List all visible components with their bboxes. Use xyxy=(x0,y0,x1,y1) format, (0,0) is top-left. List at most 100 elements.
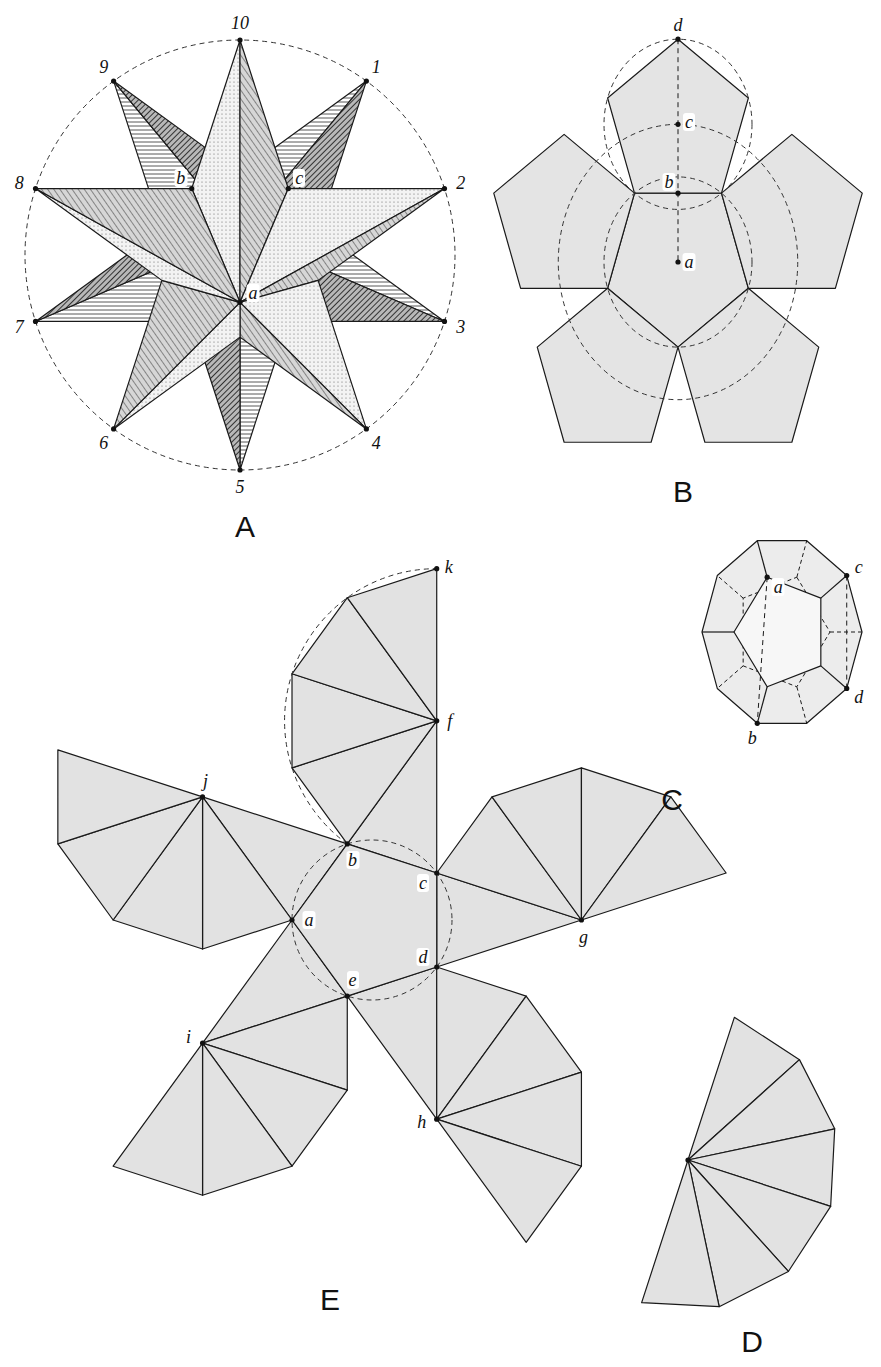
vertex-label: d xyxy=(852,688,865,706)
vertex-dot xyxy=(286,186,291,191)
vertex-label: 3 xyxy=(454,318,467,336)
triangle-face xyxy=(58,750,203,844)
vertex-label: a xyxy=(247,284,260,302)
edge-line xyxy=(702,631,734,632)
triangle-face xyxy=(347,569,436,721)
vertex-dot xyxy=(200,1041,205,1046)
stellated-net xyxy=(58,566,726,1242)
star-facet xyxy=(240,189,444,303)
vertex-dot xyxy=(434,566,439,571)
construction-circle xyxy=(292,840,452,1000)
hidden-edge xyxy=(717,576,743,599)
vertex-label: 7 xyxy=(13,318,26,336)
vertex-dot xyxy=(765,575,770,580)
vertex-label: 2 xyxy=(454,174,467,192)
vertex-label: h xyxy=(415,1113,428,1131)
vertex-dot xyxy=(844,573,849,578)
hidden-edge xyxy=(797,541,807,578)
vertex-label: g xyxy=(577,928,590,946)
vertex-dot xyxy=(442,319,447,324)
vertex-label: 1 xyxy=(370,58,383,76)
hidden-edge xyxy=(797,687,807,724)
triangle-face xyxy=(203,1043,292,1195)
vertex-label: d xyxy=(416,948,429,966)
star-facet xyxy=(36,189,240,303)
star-facet xyxy=(240,189,444,303)
vertex-dot xyxy=(755,721,760,726)
vertex-label: c xyxy=(417,874,429,892)
star-facet xyxy=(240,302,366,429)
star-facet xyxy=(114,280,240,429)
vertex-dot xyxy=(33,186,38,191)
pentagon-face xyxy=(678,288,819,442)
outline-decagon xyxy=(702,541,862,724)
triangle-face xyxy=(492,768,581,920)
vertex-label: f xyxy=(445,712,454,730)
vertex-label: e xyxy=(347,971,359,989)
vertex-label: d xyxy=(672,16,685,34)
vertex-label: 6 xyxy=(97,434,110,452)
vertex-label: i xyxy=(184,1028,193,1046)
vertex-dot xyxy=(237,37,242,42)
vertex-label: 5 xyxy=(234,478,247,496)
vertex-dot xyxy=(237,467,242,472)
vertex-dot xyxy=(442,186,447,191)
vertex-dot xyxy=(685,1157,690,1162)
vertex-dot xyxy=(364,78,369,83)
vertex-dot xyxy=(345,841,350,846)
vertex-dot xyxy=(189,186,194,191)
triangle-face xyxy=(203,797,292,949)
vertex-dot xyxy=(579,917,584,922)
panel-letter: B xyxy=(673,477,693,507)
vertex-dot xyxy=(111,426,116,431)
vertex-dot xyxy=(675,37,680,42)
diagonal-line xyxy=(846,576,847,689)
panel-letter: E xyxy=(320,1285,340,1315)
vertex-dot xyxy=(434,718,439,723)
pentagon-face xyxy=(537,288,678,442)
edge-line xyxy=(821,576,847,599)
vertex-dot xyxy=(434,964,439,969)
stellated-star xyxy=(25,37,455,472)
vertex-label: b xyxy=(174,169,187,187)
pentagon-face xyxy=(494,134,635,288)
vertex-label: 9 xyxy=(97,58,110,76)
vertex-dot xyxy=(33,319,38,324)
panel-letter: C xyxy=(661,785,683,815)
vertex-dot xyxy=(434,1117,439,1122)
panel-letter: A xyxy=(235,512,255,542)
vertex-label: c xyxy=(683,113,695,131)
triangle-face xyxy=(642,1160,720,1307)
axis-line xyxy=(678,39,679,262)
vertex-label: 10 xyxy=(229,14,251,32)
triangle-face xyxy=(113,1043,202,1195)
vertex-label: j xyxy=(201,772,210,790)
vertex-label: b xyxy=(663,173,676,191)
vertex-label: c xyxy=(293,169,305,187)
vertex-dot xyxy=(675,259,680,264)
edge-line xyxy=(821,666,847,689)
edge-line xyxy=(757,541,767,578)
vertex-dot xyxy=(364,426,369,431)
vertex-dot xyxy=(675,122,680,127)
vertex-label: b xyxy=(746,729,759,747)
vertex-dot xyxy=(289,917,294,922)
dodecahedron-net xyxy=(494,37,863,443)
star-facet xyxy=(36,189,240,303)
panel-letter: D xyxy=(741,1327,763,1357)
triangle-fan xyxy=(642,1017,835,1306)
vertex-dot xyxy=(675,191,680,196)
vertex-label: 4 xyxy=(370,434,383,452)
pentagon-face xyxy=(292,844,437,996)
vertex-label: a xyxy=(683,253,696,271)
vertex-dot xyxy=(844,686,849,691)
triangle-face xyxy=(437,1119,582,1242)
construction-arc xyxy=(285,569,437,844)
vertex-dot xyxy=(345,993,350,998)
vertex-label: c xyxy=(853,558,865,576)
front-face xyxy=(734,577,821,687)
vertex-label: a xyxy=(772,578,785,596)
